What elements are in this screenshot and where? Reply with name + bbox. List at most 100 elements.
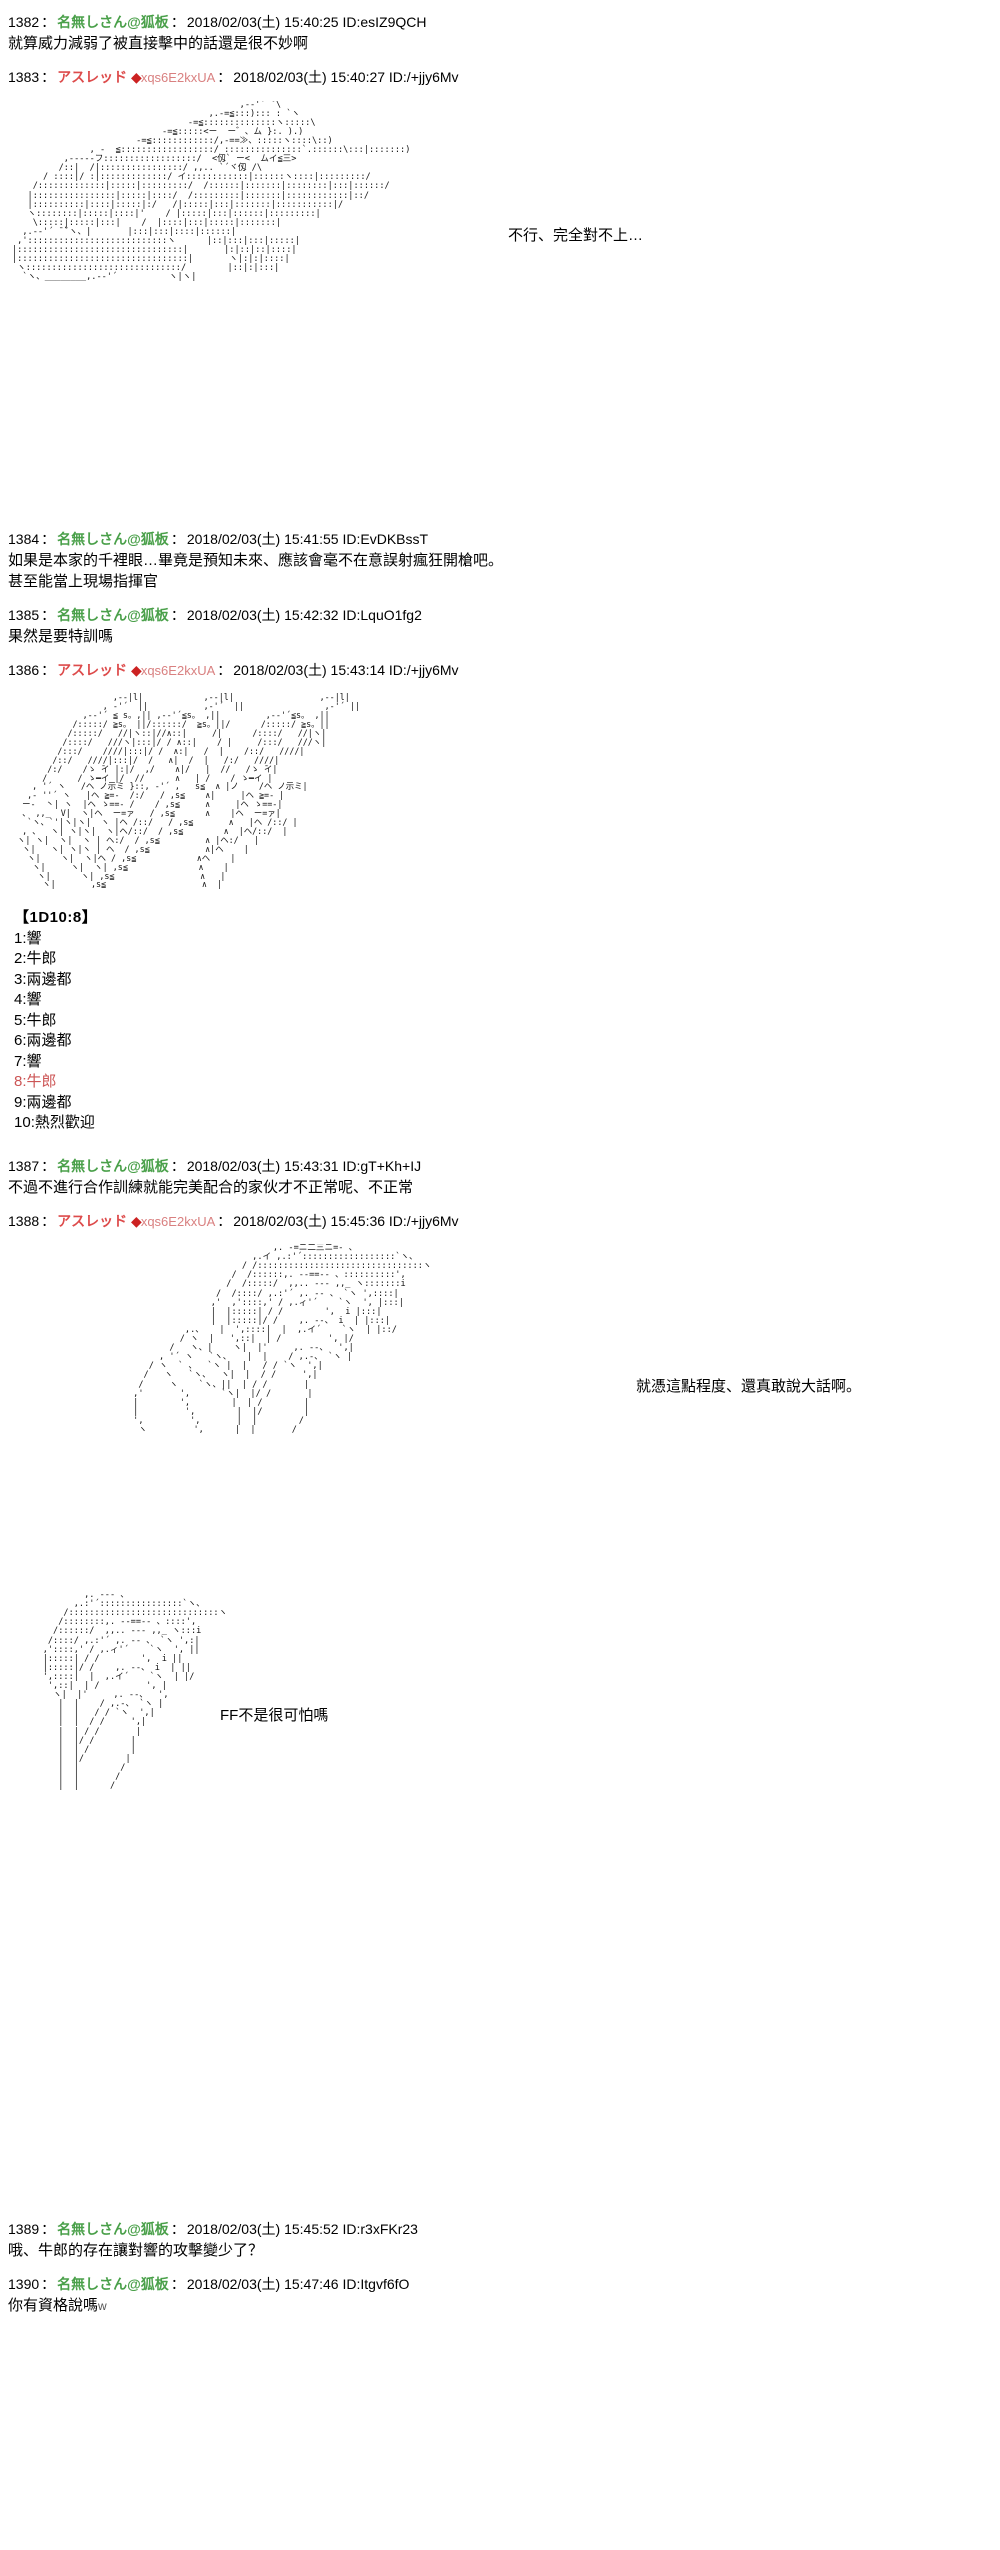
header-separator: ： (170, 607, 185, 623)
dice-option-5: 5:牛郎 (14, 1011, 57, 1029)
ascii-art: ,-‐|l| ,-‐|l| ,-‐|l| , ‐'´ || ,‐'´ || ,‐… (17, 693, 360, 890)
post-author: 名無しさん@狐板 (57, 531, 169, 547)
dice-option-1: 1:響 (14, 929, 42, 947)
post-spacer (0, 54, 1000, 67)
post-author: 名無しさん@狐板 (57, 607, 169, 623)
post-id: ID:EvDKBssT (342, 531, 429, 547)
art-dialogue: 不行、完全對不上… (508, 227, 644, 244)
dice-option-2: 2:牛郎 (14, 950, 57, 967)
post-id: ID:/+jjy6Mv (388, 69, 459, 85)
post-number[interactable]: 1389 (8, 2220, 40, 2237)
post-date: 2018/02/03(土) 15:41:55 (186, 531, 339, 547)
post-number[interactable]: 1390 (8, 2275, 40, 2292)
ascii-art-block: ,--'´ ̄`\ ,.-=≦:::)::: : `ヽ -=≦:::::::::… (8, 88, 1000, 516)
post-id: ID:esIZ9QCH (342, 14, 427, 30)
dice-option-index: 1 (14, 929, 23, 947)
post-number[interactable]: 1386 (8, 662, 40, 678)
header-separator: ： (217, 662, 232, 678)
post-header: 1386：アスレッド ◆xqs6E2kxUA：2018/02/03(土) 15:… (8, 660, 1000, 681)
post-date: 2018/02/03(土) 15:45:36 (233, 1212, 386, 1229)
thread-container: 1382：名無しさん@狐板：2018/02/03(土) 15:40:25 ID:… (0, 12, 1000, 2317)
post-1382: 1382：名無しさん@狐板：2018/02/03(土) 15:40:25 ID:… (0, 12, 1000, 54)
post-author: 名無しさん@狐板 (57, 14, 169, 30)
post-date: 2018/02/03(土) 15:40:25 (186, 14, 339, 30)
dice-option-label: 牛郎 (26, 1011, 57, 1029)
dice-option-index: 2 (14, 950, 23, 967)
dice-option-index: 4 (14, 991, 23, 1008)
tripcode: xqs6E2kxUA (140, 663, 216, 678)
tripcode-diamond-icon: ◆ (131, 662, 142, 678)
post-date: 2018/02/03(土) 15:47:46 (186, 2275, 339, 2292)
post-1388: 1388：アスレッド ◆xqs6E2kxUA：2018/02/03(土) 15:… (0, 1211, 1000, 2197)
header-separator: ： (41, 662, 56, 678)
tripcode-diamond-icon: ◆ (131, 69, 142, 85)
dice-option-label: 兩邊都 (26, 1093, 72, 1111)
post-body: 如果是本家的千裡眼…畢竟是預知未來、應該會毫不在意誤射瘋狂開槍吧。 甚至能當上現… (8, 552, 504, 590)
post-1386: 1386：アスレッド ◆xqs6E2kxUA：2018/02/03(土) 15:… (0, 660, 1000, 1134)
post-1385: 1385：名無しさん@狐板：2018/02/03(土) 15:42:32 ID:… (0, 605, 1000, 647)
dice-option-6: 6:兩邊都 (14, 1032, 72, 1049)
post-header: 1389：名無しさん@狐板：2018/02/03(土) 15:45:52 ID:… (8, 2219, 1000, 2239)
ascii-art-block-lower: ,. ‐‐- 、 ,.:'´::::::::::::::::`ヽ、 /:::::… (8, 1579, 1000, 2197)
dice-roll-block: 【1D10:8】 1:響 2:牛郎 3:兩邊都 4:響 5:牛郎 6:兩邊都 7… (8, 904, 1000, 1134)
tripcode: xqs6E2kxUA (140, 1213, 216, 1229)
header-separator: ： (170, 14, 185, 30)
post-1389: 1389：名無しさん@狐板：2018/02/03(土) 15:45:52 ID:… (0, 2219, 1000, 2261)
post-spacer (0, 2261, 1000, 2274)
dice-roll-title: 【1D10:8】 (14, 909, 98, 926)
dice-option-label: 熱烈歡迎 (34, 1114, 95, 1131)
post-spacer (0, 647, 1000, 660)
post-id: ID:r3xFKr23 (342, 2220, 418, 2237)
dice-option-label: 響 (26, 929, 42, 947)
header-separator: ： (170, 2275, 185, 2292)
header-separator: ： (41, 1157, 56, 1174)
art-spacer (8, 1545, 1000, 1579)
post-body: 哦、牛郎的存在讓對響的攻擊變少了？ (8, 2241, 264, 2259)
header-separator: ： (170, 2220, 185, 2237)
post-number[interactable]: 1385 (8, 607, 40, 623)
art-dialogue-2: FF不是很可怕嗎 (220, 1706, 329, 1724)
post-id: ID:Itgvf6fO (342, 2275, 410, 2292)
dice-option-index: 9 (14, 1093, 23, 1111)
post-1387: 1387：名無しさん@狐板：2018/02/03(土) 15:43:31 ID:… (0, 1156, 1000, 1198)
dice-option-label: 牛郎 (26, 950, 57, 967)
header-separator: ： (41, 1212, 56, 1229)
post-number[interactable]: 1388 (8, 1212, 40, 1229)
post-spacer (0, 2197, 1000, 2219)
tripcode: xqs6E2kxUA (140, 70, 216, 85)
dice-option-label: 響 (26, 1052, 42, 1070)
post-body: 你有資格說嗎w (8, 2294, 1000, 2317)
dice-option-index: 6 (14, 1032, 23, 1049)
post-number[interactable]: 1383 (8, 69, 40, 85)
dice-option-8-selected: 8:牛郎 (14, 1073, 57, 1090)
post-author: アスレッド (57, 69, 128, 85)
post-header: 1388：アスレッド ◆xqs6E2kxUA：2018/02/03(土) 15:… (8, 1211, 1000, 1232)
dice-option-label: 牛郎 (26, 1073, 57, 1090)
post-id: ID:/+jjy6Mv (388, 662, 459, 678)
post-author: 名無しさん@狐板 (57, 2220, 169, 2237)
header-separator: ： (217, 1212, 232, 1229)
art-dialogue-1: 就憑這點程度、還真敢說大話啊。 (636, 1377, 862, 1395)
ascii-art: ,. ‐=ニ二三ニ=‐ 、 ,.イ ,.:'´:::::::::::::::::… (133, 1244, 432, 1435)
post-body-text: 你有資格說嗎 (8, 2296, 99, 2314)
post-header: 1383：アスレッド ◆xqs6E2kxUA：2018/02/03(土) 15:… (8, 67, 1000, 88)
post-date: 2018/02/03(土) 15:45:52 (186, 2220, 339, 2237)
dice-option-label: 響 (26, 991, 42, 1008)
post-date: 2018/02/03(土) 15:40:27 (233, 69, 386, 85)
post-number[interactable]: 1382 (8, 14, 40, 30)
post-id: ID:gT+Kh+IJ (342, 1157, 422, 1174)
post-body: 不過不進行合作訓練就能完美配合的家伙才不正常呢、不正常 (8, 1178, 414, 1196)
ascii-art: ,. ‐‐- 、 ,.:'´::::::::::::::::`ヽ、 /:::::… (42, 1591, 228, 1792)
header-separator: ： (41, 2275, 56, 2292)
dice-option-label: 兩邊都 (26, 970, 72, 988)
dice-option-index: 10 (14, 1114, 31, 1131)
post-number[interactable]: 1384 (8, 531, 40, 547)
header-separator: ： (170, 531, 185, 547)
post-body-suffix: w (98, 2298, 107, 2313)
post-body: 果然是要特訓嗎 (8, 628, 114, 645)
post-1383: 1383：アスレッド ◆xqs6E2kxUA：2018/02/03(土) 15:… (0, 67, 1000, 516)
post-spacer (0, 516, 1000, 529)
post-author: 名無しさん@狐板 (57, 1157, 169, 1174)
ascii-art: ,--'´ ̄`\ ,.-=≦:::)::: : `ヽ -=≦:::::::::… (12, 100, 411, 283)
post-number[interactable]: 1387 (8, 1157, 40, 1174)
